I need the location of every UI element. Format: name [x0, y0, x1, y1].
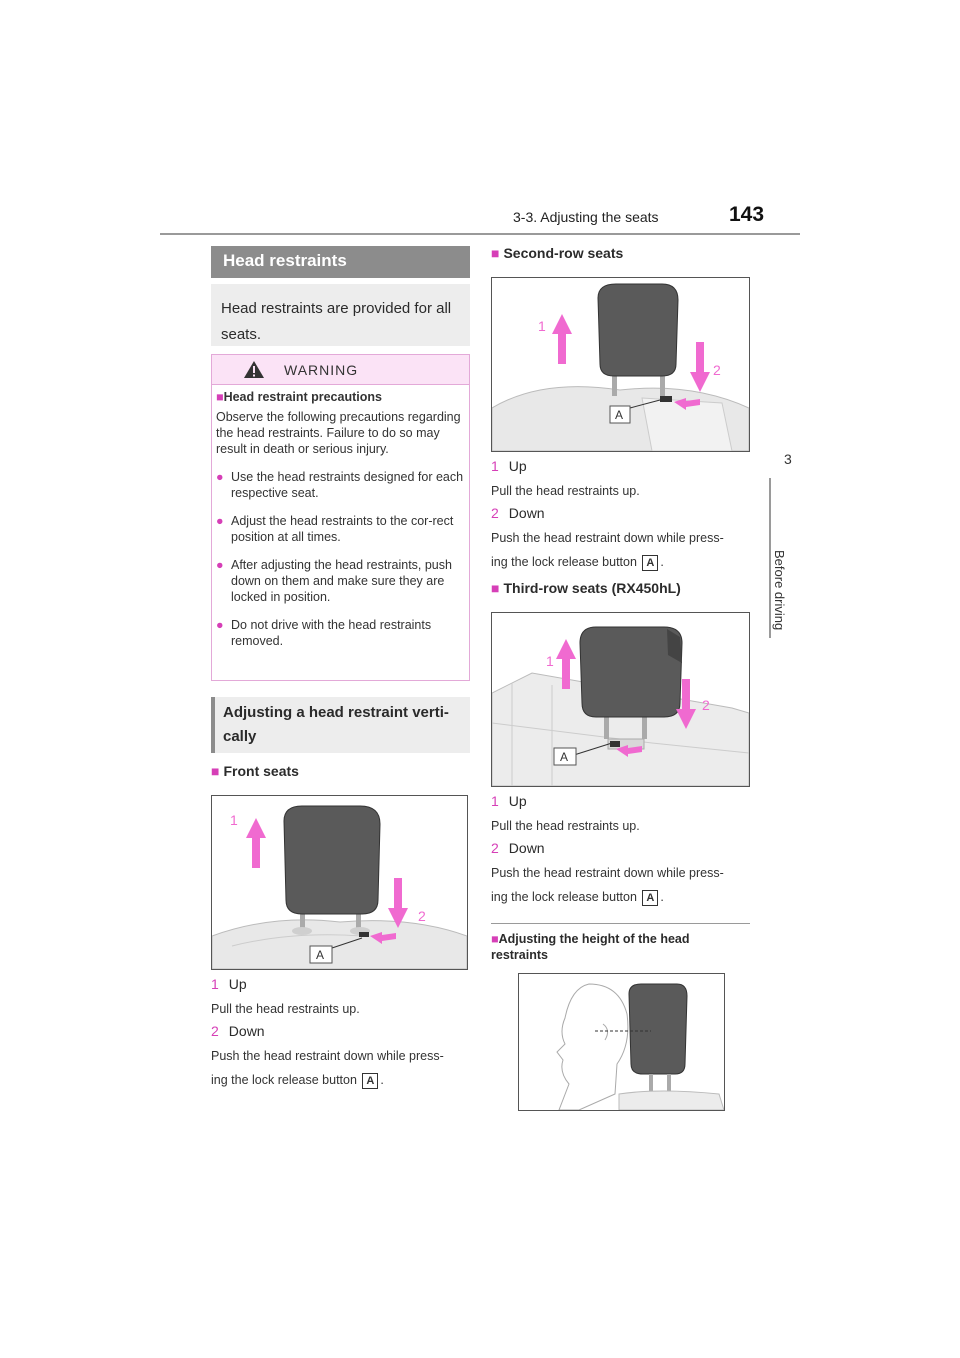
warning-bullet: After adjusting the head restraints, pus… — [231, 558, 452, 604]
step-down-description: Push the head restraint down while press… — [491, 866, 724, 880]
head-restraints-title: Head restraints — [223, 251, 347, 270]
figure-label-a: A — [615, 408, 624, 422]
figure-label-2: 2 — [702, 697, 710, 713]
lock-release-button-callout: A — [642, 890, 659, 906]
figure-label-1: 1 — [538, 318, 546, 334]
warning-subheading: Head restraint precautions — [223, 390, 382, 404]
square-bullet-icon: ■ — [216, 390, 224, 404]
figure-label-a: A — [316, 948, 325, 962]
page-number: 143 — [729, 203, 765, 226]
warning-bullet: Adjust the head restraints to the cor-re… — [231, 514, 454, 544]
step-up-description: Pull the head restraints up. — [211, 1002, 360, 1016]
figure-label-1: 1 — [546, 653, 554, 669]
intro-text: Head restraints are provided for all sea… — [221, 300, 452, 343]
section-heading-second-row: ■Second-row seats — [491, 245, 624, 261]
section-heading-third-row: ■Third-row seats (RX450hL) — [491, 580, 681, 596]
step-down-description-cont: ing the lock release button A. — [491, 890, 664, 906]
figure-head-height — [518, 973, 725, 1111]
note-heading: ■Adjusting the height of the head restra… — [491, 932, 690, 962]
section-heading-front-seats: ■Front seats — [211, 763, 299, 779]
second-row-seat-illustration — [491, 283, 750, 452]
bullet-icon: ● — [216, 470, 224, 484]
step-down-description-cont: ing the lock release button A. — [211, 1073, 384, 1089]
warning-header: WARNING — [212, 355, 469, 385]
figure-third-row-seat: 1 2 A — [491, 612, 750, 787]
warning-triangle-icon — [244, 361, 264, 378]
head-height-illustration — [556, 983, 725, 1111]
figure-label-1: 1 — [230, 812, 238, 828]
note-divider — [491, 923, 750, 924]
figure-front-seat: 1 2 A — [211, 795, 468, 970]
chapter-tab-label: Before driving — [772, 550, 787, 631]
section-title: 3-3. Adjusting the seats — [513, 209, 659, 225]
warning-bullet: Do not drive with the head restraints re… — [231, 618, 432, 648]
intro-box: Head restraints are provided for all sea… — [211, 284, 470, 346]
chapter-tab-rule — [769, 478, 771, 638]
step-down-description: Push the head restraint down while press… — [211, 1049, 444, 1063]
warning-box: WARNING ■Head restraint precautions Obse… — [211, 354, 470, 681]
header-rule — [160, 233, 800, 235]
warning-body: ■Head restraint precautions Observe the … — [216, 389, 464, 661]
figure-label-2: 2 — [418, 908, 426, 924]
square-bullet-icon: ■ — [491, 245, 500, 261]
head-restraints-title-bar: Head restraints — [211, 246, 470, 278]
warning-bullet: Use the head restraints designed for eac… — [231, 470, 464, 500]
warning-label: WARNING — [284, 362, 359, 378]
step-down-description: Push the head restraint down while press… — [491, 531, 724, 545]
figure-label-a: A — [560, 750, 569, 764]
step-down-description-cont: ing the lock release button A. — [491, 555, 664, 571]
lock-release-button-callout: A — [362, 1073, 379, 1089]
lock-release-button-callout: A — [642, 555, 659, 571]
adjust-title-bar: Adjusting a head restraint verti-cally — [211, 697, 470, 753]
step-up-description: Pull the head restraints up. — [491, 819, 640, 833]
bullet-icon: ● — [216, 558, 224, 572]
figure-label-2: 2 — [713, 362, 721, 378]
third-row-seat-illustration — [491, 626, 750, 787]
bullet-icon: ● — [216, 618, 224, 632]
figure-second-row-seat: 1 2 A — [491, 277, 750, 452]
square-bullet-icon: ■ — [491, 580, 500, 596]
front-seat-illustration — [211, 805, 468, 970]
bullet-icon: ● — [216, 514, 224, 528]
square-bullet-icon: ■ — [211, 763, 220, 779]
step-up-description: Pull the head restraints up. — [491, 484, 640, 498]
chapter-tab-number: 3 — [784, 451, 792, 467]
square-bullet-icon: ■ — [491, 932, 499, 946]
warning-text: Observe the following precautions regard… — [216, 410, 461, 456]
adjust-title: Adjusting a head restraint verti-cally — [223, 704, 449, 745]
